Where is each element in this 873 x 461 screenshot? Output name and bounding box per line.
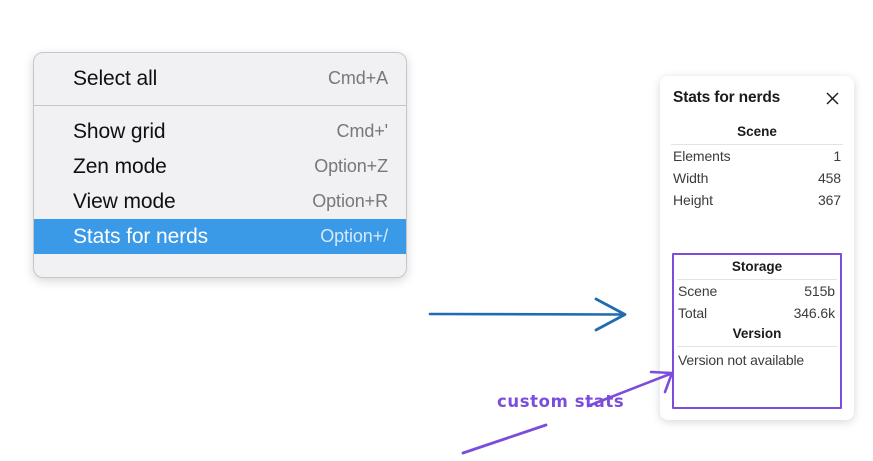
stats-for-nerds-panel: Stats for nerds Scene Elements 1 Width 4… [660,76,854,420]
stat-key: Elements [673,148,731,164]
menu-item-label: View mode [73,189,176,213]
stat-key: Height [673,192,713,208]
menu-item-label: Show grid [73,119,166,143]
stat-row-storage-total: Total 346.6k [672,302,842,324]
section-divider [677,279,837,280]
stat-row-width: Width 458 [660,167,854,189]
section-title-version: Version [732,326,782,341]
menu-bottom-padding [34,254,406,277]
menu-item-select-all[interactable]: Select all Cmd+A [34,61,406,96]
menu-item-shortcut: Option+/ [320,226,388,246]
stat-row-elements: Elements 1 [660,145,854,167]
menu-item-shortcut: Option+Z [314,156,388,176]
stat-value: 515b [804,283,835,299]
menu-item-shortcut: Cmd+' [336,121,389,141]
close-icon[interactable] [824,90,841,107]
section-title-storage: Storage [731,259,783,274]
menu-item-zen-mode[interactable]: Zen mode Option+Z [34,149,406,184]
section-divider [671,144,843,145]
menu-item-shortcut: Cmd+A [327,68,388,88]
canvas-context-menu[interactable]: Select all Cmd+A Show grid Cmd+' Zen mod… [33,52,407,278]
purple-underline-stroke [461,423,548,455]
stats-panel-header: Stats for nerds [660,89,854,107]
custom-stats-annotation-label: custom stats [497,392,625,411]
menu-item-label: Zen mode [73,154,167,178]
stat-value: 458 [817,170,841,186]
menu-group-1: Select all Cmd+A [34,53,406,105]
section-divider [677,346,837,347]
stat-row-height: Height 367 [660,189,854,211]
version-text: Version not available [678,352,805,368]
stat-row-storage-scene: Scene 515b [672,280,842,302]
stat-key: Total [678,305,708,321]
menu-item-label: Stats for nerds [73,224,209,248]
stat-key: Width [673,170,709,186]
stat-value: 346.6k [793,305,836,321]
section-title-scene: Scene [737,124,777,139]
stat-key: Scene [678,283,718,299]
menu-item-view-mode[interactable]: View mode Option+R [34,184,406,219]
stat-value: 367 [817,192,841,208]
menu-group-2: Show grid Cmd+' Zen mode Option+Z View m… [34,105,406,277]
menu-item-label: Select all [73,66,158,90]
stats-panel-title: Stats for nerds [673,89,781,106]
blue-pointer-arrow [428,297,627,332]
custom-stats-section: Storage Scene 515b Total 346.6k Version … [672,253,842,368]
menu-item-stats-for-nerds[interactable]: Stats for nerds Option+/ [34,219,406,254]
menu-item-show-grid[interactable]: Show grid Cmd+' [34,114,406,149]
menu-item-shortcut: Option+R [312,191,388,211]
stat-value: 1 [833,148,841,164]
